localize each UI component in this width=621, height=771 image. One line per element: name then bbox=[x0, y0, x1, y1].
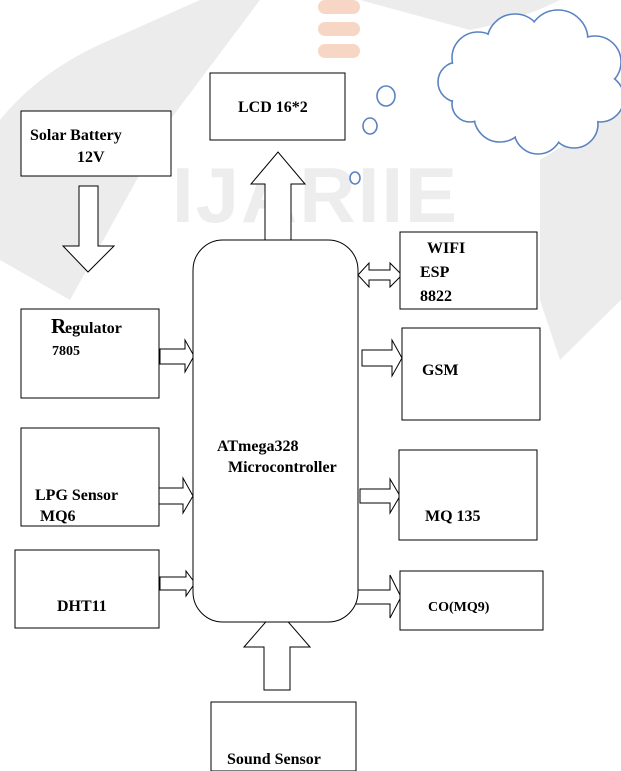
mq135-label: MQ 135 bbox=[425, 508, 481, 525]
wifi-model: 8822 bbox=[420, 288, 452, 305]
cloud-bubble bbox=[376, 85, 396, 107]
arrow-micro-to-gsm bbox=[361, 338, 403, 378]
arrow-dht11-to-micro bbox=[159, 569, 196, 598]
watermark-accent bbox=[318, 22, 360, 36]
watermark-accent bbox=[318, 0, 360, 14]
regulator-label: egulator bbox=[65, 320, 122, 337]
gsm-label: GSM bbox=[422, 362, 458, 379]
regulator-block bbox=[20, 308, 160, 399]
watermark-shape bbox=[360, 0, 560, 30]
microcontroller-label: Microcontroller bbox=[228, 459, 337, 476]
sound-sensor-block bbox=[210, 701, 357, 771]
co-sensor-block bbox=[399, 570, 544, 631]
arrow-micro-wifi-bidirectional bbox=[357, 261, 403, 289]
regulator-label-initial: R bbox=[51, 314, 67, 338]
regulator-model: 7805 bbox=[52, 344, 80, 359]
watermark-text: IJARIIE bbox=[172, 151, 459, 239]
dht11-label: DHT11 bbox=[57, 598, 107, 615]
co-sensor-label: CO(MQ9) bbox=[428, 600, 490, 615]
cloud-bubble bbox=[362, 117, 378, 135]
gsm-block bbox=[401, 327, 541, 421]
watermark-accent bbox=[318, 44, 360, 58]
microcontroller-chip: ATmega328 bbox=[217, 438, 298, 455]
lpg-sensor-model: MQ6 bbox=[40, 508, 76, 525]
wifi-label: WIFI bbox=[427, 240, 465, 257]
lcd-block bbox=[209, 72, 346, 141]
arrow-sound-to-micro bbox=[242, 608, 312, 691]
arrow-micro-to-mq135 bbox=[359, 477, 401, 515]
wifi-block bbox=[399, 231, 538, 310]
lpg-sensor-block bbox=[20, 427, 160, 527]
dht11-block bbox=[14, 549, 160, 629]
solar-battery-block bbox=[20, 110, 172, 177]
arrow-regulator-to-micro bbox=[159, 338, 195, 374]
solar-battery-label: Solar Battery bbox=[30, 127, 122, 144]
lpg-sensor-label: LPG Sensor bbox=[35, 487, 118, 504]
solar-battery-voltage: 12V bbox=[77, 149, 105, 166]
microcontroller-block bbox=[192, 239, 359, 623]
lcd-label: LCD 16*2 bbox=[238, 99, 308, 116]
mq135-block bbox=[398, 449, 538, 541]
sound-sensor-label: Sound Sensor bbox=[227, 751, 321, 768]
arrow-micro-to-co bbox=[349, 574, 402, 619]
wifi-module: ESP bbox=[420, 264, 450, 281]
arrow-micro-to-lcd bbox=[249, 151, 307, 241]
arrow-lpg-to-micro bbox=[156, 476, 194, 515]
cloud-icon bbox=[437, 9, 621, 155]
cloud-bubble bbox=[349, 171, 361, 185]
arrow-battery-to-regulator bbox=[61, 185, 116, 273]
watermark-shape bbox=[540, 110, 621, 360]
